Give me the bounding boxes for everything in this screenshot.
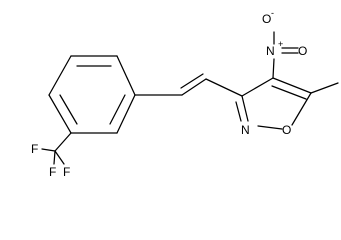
nitro-nitrogen-label: N bbox=[266, 44, 275, 58]
c-f-bond-2 bbox=[53, 150, 56, 165]
isoxazole-n-c3-bond-b bbox=[235, 101, 242, 122]
isoxazole-c3-c4-bond bbox=[241, 77, 274, 97]
vinyl-double-bond-a bbox=[181, 78, 207, 96]
ring-nitrogen-label: N bbox=[241, 123, 250, 137]
benzene-bond-2 bbox=[116, 55, 136, 96]
chemical-structure: N + O - O N O F F F bbox=[31, 8, 339, 179]
atom-labels: N + O - O N O F F F bbox=[31, 8, 307, 179]
bonds bbox=[41, 31, 339, 165]
ring-oxygen-label: O bbox=[282, 123, 291, 137]
nitro-oxygen-top-charge: - bbox=[271, 8, 274, 18]
benzene-bond-6 bbox=[48, 55, 72, 96]
isoxazole-c5-o-bond bbox=[291, 92, 312, 126]
benzene-bond-5 bbox=[48, 94, 72, 134]
nitro-nitrogen-charge: + bbox=[278, 39, 283, 49]
benzene-double-bond-2 bbox=[109, 94, 126, 125]
nitro-oxygen-right-label: O bbox=[298, 44, 307, 58]
cf3-bond bbox=[54, 132, 72, 152]
fluorine-left-label: F bbox=[31, 142, 38, 156]
nitro-oxygen-top-label: O bbox=[262, 12, 271, 26]
isoxazole-o-n-bond bbox=[257, 125, 283, 130]
benzene-double-bond-3 bbox=[59, 94, 78, 125]
vinyl-double-bond-b bbox=[180, 73, 204, 89]
fluorine-bottom-right-label: F bbox=[63, 165, 70, 179]
c-nitro-bond bbox=[272, 58, 275, 79]
fluorine-bottom-left-label: F bbox=[49, 165, 56, 179]
vinyl-isoxazole-bond bbox=[205, 78, 243, 97]
isoxazole-n-c3-bond-a bbox=[241, 95, 249, 122]
isoxazole-c4-c5-bond-b bbox=[271, 85, 307, 100]
benzene-bond-3 bbox=[116, 94, 136, 134]
methyl-bond bbox=[310, 82, 339, 94]
c-f-bond-3 bbox=[54, 150, 65, 165]
c-f-bond-1 bbox=[41, 148, 56, 152]
isoxazole-c4-c5-bond-a bbox=[272, 77, 312, 94]
